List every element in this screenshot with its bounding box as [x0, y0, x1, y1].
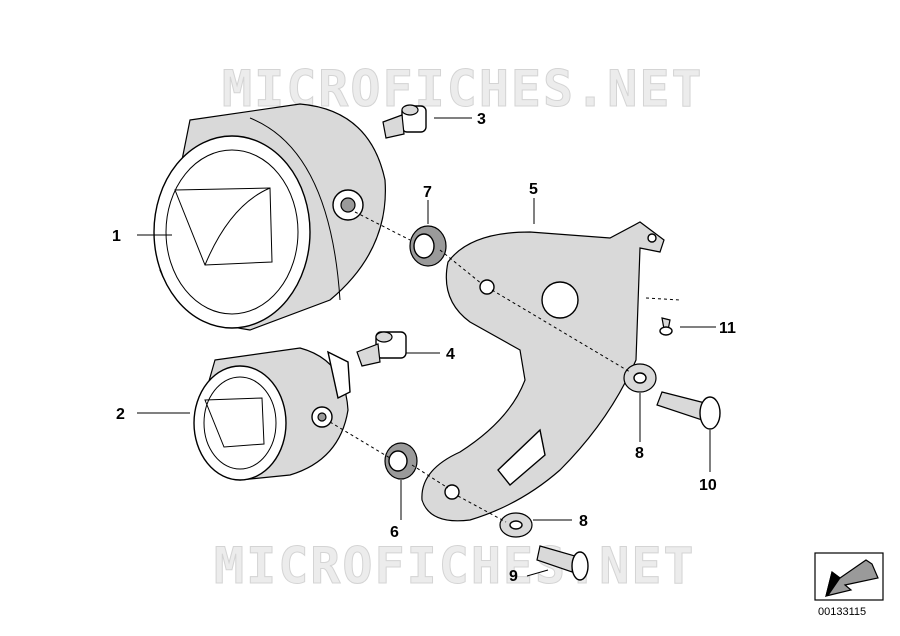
callout-9: 9 — [509, 568, 518, 585]
callout-2: 2 — [116, 406, 125, 423]
bulb-part-4 — [356, 331, 407, 367]
headlight-small — [193, 347, 351, 481]
watermark-bottom: MICROFICHES.NET — [214, 537, 696, 595]
callout-3: 3 — [477, 111, 486, 128]
callout-4: 4 — [446, 346, 455, 363]
bushing-part-6 — [384, 442, 418, 480]
headlight-large — [153, 103, 386, 331]
bracket-part-5 — [421, 221, 665, 522]
callout-7: 7 — [423, 184, 432, 201]
screw-part-11 — [659, 317, 673, 336]
diagram-code: 00133115 — [818, 606, 866, 618]
callout-1: 1 — [112, 228, 121, 245]
direction-symbol — [814, 552, 884, 601]
assembly-lines — [329, 211, 681, 523]
washer-part-8-upper — [623, 363, 657, 393]
bolt-part-10 — [656, 391, 721, 430]
bushing-part-7 — [409, 225, 447, 267]
callout-8-lower: 8 — [579, 513, 588, 530]
washer-part-8-lower — [499, 512, 533, 538]
callout-10: 10 — [699, 477, 717, 494]
leader-lines — [137, 117, 716, 577]
callout-6: 6 — [390, 524, 399, 541]
callout-5: 5 — [529, 181, 538, 198]
bulb-part-3 — [382, 104, 427, 139]
callout-8-upper: 8 — [635, 445, 644, 462]
bolt-part-9 — [536, 545, 589, 581]
callout-11: 11 — [719, 320, 736, 337]
